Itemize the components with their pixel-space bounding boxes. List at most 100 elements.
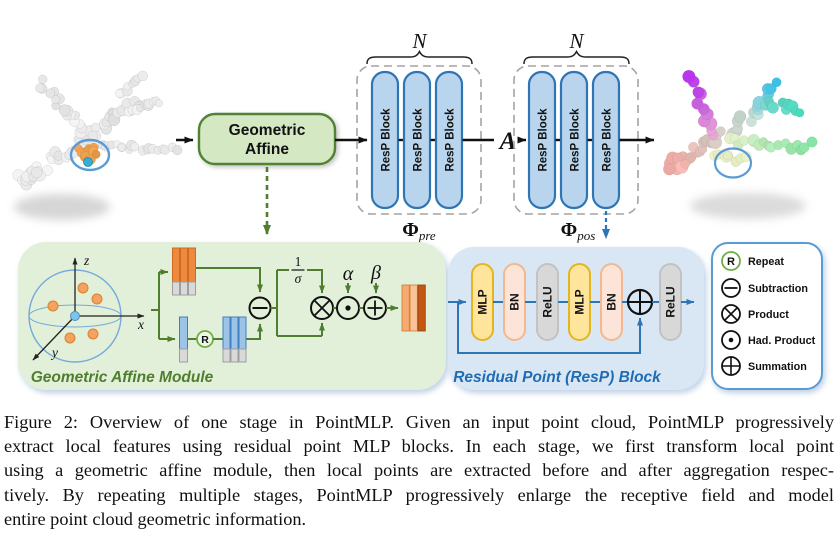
summation-op xyxy=(626,288,654,316)
repeat-count-label: N xyxy=(411,29,427,53)
y-axis-label: y xyxy=(50,345,58,360)
legend-item: Subtraction xyxy=(721,278,808,298)
input-point-cloud xyxy=(12,70,183,220)
patch-highlight-circle xyxy=(69,138,111,172)
mlp-block: MLP xyxy=(568,263,591,341)
phi-pos-label: Φpos xyxy=(561,219,596,243)
caption-line: using a geometric affine module, then lo… xyxy=(4,460,834,481)
summation-icon xyxy=(721,356,741,376)
green-module-title: Geometric Affine Module xyxy=(31,369,214,386)
relu-block: ReLU xyxy=(659,263,682,341)
arrow-sigma-to-product xyxy=(307,269,325,294)
input-cloud-shadow xyxy=(14,194,110,220)
repeat-brace xyxy=(523,49,630,65)
bn-block: BN xyxy=(503,263,526,341)
sphere-split-line xyxy=(151,272,160,339)
resp-block-panel: MLP BN ReLU MLP BN ReLU xyxy=(448,247,704,390)
geometric-affine-label-line1: Geometric xyxy=(229,122,306,139)
bn-label: BN xyxy=(605,293,619,310)
legend-label: Had. Product xyxy=(748,335,816,347)
pre-stage-stack: ResP Block ResP Block ResP Block N Φpre xyxy=(356,29,482,243)
resp-block-pill: ResP Block xyxy=(434,70,464,210)
resp-block-pill: ResP Block xyxy=(559,70,589,210)
relu-label: ReLU xyxy=(664,286,678,317)
x-axis-label: x xyxy=(137,317,144,332)
resp-block-pill: ResP Block xyxy=(527,70,557,210)
hadamard-op xyxy=(336,296,360,320)
fraction-denominator: σ xyxy=(295,271,303,286)
repeat-op-label: R xyxy=(201,334,209,346)
output-point-cloud xyxy=(663,69,818,219)
repeat-icon-letter: R xyxy=(727,256,735,268)
repeat-op: R xyxy=(196,330,214,348)
summation-op xyxy=(363,296,387,320)
resp-block-label: ResP Block xyxy=(445,108,457,172)
pos-stage-stack: ResP Block ResP Block ResP Block N Φpos xyxy=(513,29,639,243)
caption-line: entire point cloud geometric information… xyxy=(4,508,307,529)
geometric-affine-label-line2: Affine xyxy=(245,141,289,158)
bn-block: BN xyxy=(600,263,623,341)
bn-label: BN xyxy=(508,293,522,310)
legend-label: Product xyxy=(748,309,789,321)
arrow-grouped-to-subtraction xyxy=(196,267,263,293)
caption-line: Figure 2: Overview of one stage in Point… xyxy=(4,412,834,432)
repeat-brace xyxy=(366,49,473,65)
mlp-block: MLP xyxy=(471,263,494,341)
figure-caption: Figure 2: Overview of one stage in Point… xyxy=(0,408,838,531)
beta-label: β xyxy=(370,262,381,284)
local-region-sphere: z x y xyxy=(28,253,145,363)
resp-block-label: ResP Block xyxy=(413,108,425,172)
z-axis-label: z xyxy=(83,253,90,268)
hadamard-product-icon xyxy=(721,330,741,350)
product-op xyxy=(310,296,334,320)
fraction-numerator: 1 xyxy=(295,254,302,269)
repeated-features-bars xyxy=(222,316,247,363)
output-highlight-circle xyxy=(713,147,753,179)
mlp-label: MLP xyxy=(476,289,490,314)
blue-module-title: Residual Point (ResP) Block xyxy=(453,369,662,386)
repeat-count-label: N xyxy=(568,29,584,53)
geometric-affine-module-panel: z x y R xyxy=(18,242,446,390)
phi-pre-label: Φpre xyxy=(402,219,436,243)
resp-block-pill: ResP Block xyxy=(402,70,432,210)
caption-line: extract local features using residual po… xyxy=(4,436,834,457)
mlp-label: MLP xyxy=(573,289,587,314)
legend-item: Summation xyxy=(721,356,807,376)
resp-block-label: ResP Block xyxy=(570,108,582,172)
patch-center-point xyxy=(83,157,93,167)
figure-diagram: Geometric Affine ResP Block ResP Block R… xyxy=(12,29,823,390)
neighbor-points xyxy=(47,282,103,344)
centroid-point xyxy=(70,311,80,321)
resp-block-label: ResP Block xyxy=(381,108,393,172)
resp-block-label: ResP Block xyxy=(602,108,614,172)
aggregation-symbol: A xyxy=(498,128,517,155)
centroid-feature-bar xyxy=(179,316,188,363)
relu-block: ReLU xyxy=(536,263,559,341)
legend-item: R Repeat xyxy=(721,251,784,271)
resp-block-pill: ResP Block xyxy=(370,70,400,210)
legend-item: Product xyxy=(721,304,789,324)
grouped-features-bars xyxy=(172,247,196,296)
arrow-repeated-to-subtraction xyxy=(246,323,263,340)
output-cloud-shadow xyxy=(690,193,806,219)
subtraction-icon xyxy=(721,278,741,298)
output-cloud-points xyxy=(663,69,818,176)
legend-box: R Repeat Subtraction Product Ha xyxy=(711,242,823,390)
resp-block-pill: ResP Block xyxy=(591,70,621,210)
caption-line: tively. By repeating multiple stages, Po… xyxy=(4,484,834,505)
subtraction-op xyxy=(248,296,272,320)
alpha-label: α xyxy=(343,263,354,285)
geometric-affine-box: Geometric Affine xyxy=(197,112,337,166)
y-axis xyxy=(32,315,76,361)
legend-label: Subtraction xyxy=(748,283,808,295)
legend-label: Summation xyxy=(748,361,807,373)
sigma-fraction: 1 σ xyxy=(291,254,305,286)
repeat-icon: R xyxy=(721,251,741,271)
legend-label: Repeat xyxy=(748,256,784,268)
input-cloud-points xyxy=(12,70,183,191)
resp-block-label: ResP Block xyxy=(538,108,550,172)
residual-connection xyxy=(457,302,643,354)
product-icon xyxy=(721,304,741,324)
relu-label: ReLU xyxy=(541,286,555,317)
legend-item: Had. Product xyxy=(721,330,816,350)
